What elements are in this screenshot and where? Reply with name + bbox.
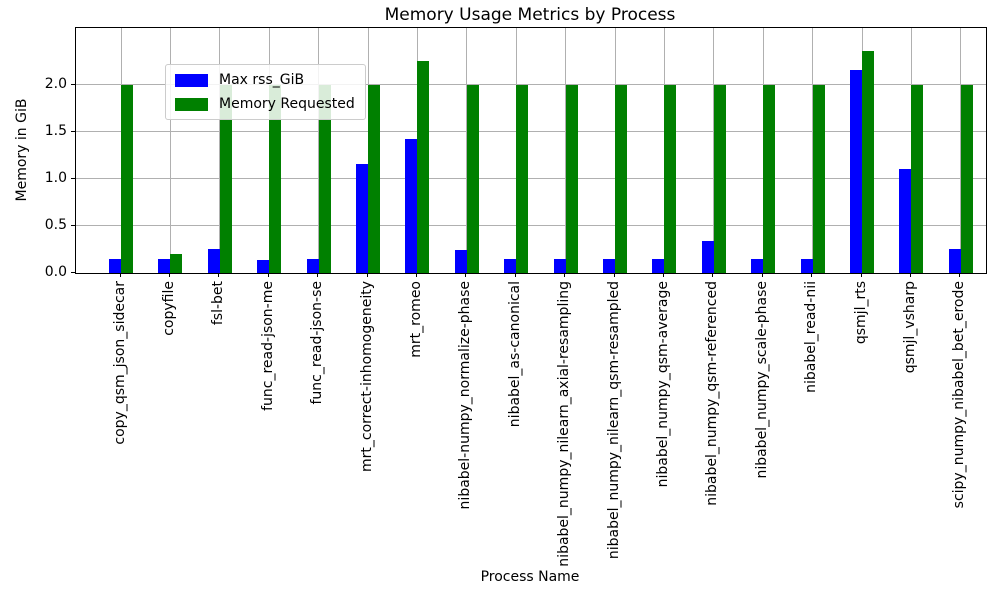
x-tick-label: copyfile <box>160 281 177 336</box>
x-tick-label: qsmjl_vsharp <box>901 281 918 374</box>
bar-memory-requested <box>417 60 430 273</box>
x-tick-mark <box>761 273 763 277</box>
x-tick-mark <box>959 273 961 277</box>
x-tick-label: nibabel_numpy_scale-phase <box>753 281 770 479</box>
gridline-vertical <box>169 28 171 273</box>
x-tick-label: qsmjl_rts <box>852 281 869 345</box>
y-tick-label: 1.5 <box>44 122 67 139</box>
bar-memory-requested <box>318 84 331 273</box>
bar-max-rss <box>306 258 319 273</box>
y-tick-label: 1.0 <box>44 169 67 186</box>
bar-max-rss <box>405 139 418 273</box>
x-tick-label: copy_qsm_json_sidecar <box>111 281 128 445</box>
bar-memory-requested <box>763 84 776 273</box>
legend-swatch-max-rss-icon <box>175 73 208 87</box>
x-tick-label: nibabel_read-nii <box>803 281 820 393</box>
bar-memory-requested <box>565 84 578 273</box>
x-tick-label: nibabel_numpy_qsm-average <box>654 281 671 488</box>
x-tick-mark <box>662 273 665 277</box>
x-tick-label: func_read-json-me <box>259 281 276 411</box>
legend-label-max-rss: Max rss_GiB <box>219 72 305 88</box>
x-tick-mark <box>366 273 368 277</box>
x-tick-mark <box>267 273 269 277</box>
x-tick-label: nibabel_numpy_qsm-referenced <box>704 281 721 506</box>
bar-memory-requested <box>615 84 627 273</box>
x-tick-label: nibabel-numpy_normalize-phase <box>457 281 474 510</box>
x-tick-mark <box>415 273 418 277</box>
bar-memory-requested <box>862 50 874 273</box>
bar-max-rss <box>207 249 220 273</box>
bar-memory-requested <box>269 84 282 273</box>
x-tick-label: scipy_numpy_nibabel_bet_erode <box>951 281 968 509</box>
x-tick-mark <box>317 273 319 277</box>
y-tick-label: 2.0 <box>44 75 67 92</box>
bar-max-rss <box>652 258 665 273</box>
bar-max-rss <box>553 258 566 273</box>
legend-item-memory-requested: Memory Requested <box>175 96 355 112</box>
legend: Max rss_GiB Memory Requested <box>165 64 366 120</box>
bar-memory-requested <box>664 84 677 273</box>
bar-max-rss <box>158 258 171 273</box>
x-tick-mark <box>564 273 566 277</box>
y-tick-label: 0.0 <box>44 264 67 280</box>
x-tick-mark <box>811 273 813 277</box>
y-tick-label: 0.5 <box>44 216 67 233</box>
x-tick-mark <box>514 273 516 277</box>
y-tick-mark <box>71 83 75 85</box>
gridline-horizontal <box>76 131 986 133</box>
chart-title: Memory Usage Metrics by Process <box>384 5 676 25</box>
bar-max-rss <box>850 70 862 273</box>
bar-memory-requested <box>911 84 924 273</box>
x-tick-mark <box>909 273 912 277</box>
bar-max-rss <box>899 169 912 273</box>
bar-max-rss <box>800 258 813 273</box>
gridline-horizontal <box>76 178 986 180</box>
x-tick-label: mrt_correct-inhomogeneity <box>358 281 375 473</box>
x-tick-mark <box>119 273 121 277</box>
bar-memory-requested <box>121 84 133 273</box>
bar-memory-requested <box>516 84 529 273</box>
bar-max-rss <box>751 258 764 273</box>
y-tick-mark <box>71 272 75 274</box>
bar-memory-requested <box>368 84 380 273</box>
x-tick-mark <box>218 273 220 277</box>
y-tick-mark <box>71 177 75 179</box>
gridline-horizontal <box>76 84 986 86</box>
x-tick-mark <box>465 273 467 277</box>
y-tick-mark <box>71 224 75 227</box>
bar-memory-requested <box>960 84 973 273</box>
bar-max-rss <box>701 240 714 273</box>
bar-memory-requested <box>812 84 825 273</box>
x-tick-mark <box>168 273 171 277</box>
y-tick-mark <box>71 130 75 132</box>
gridline-horizontal <box>76 225 986 227</box>
bar-memory-requested <box>170 254 183 273</box>
x-tick-label: nibabel_as-canonical <box>506 281 523 428</box>
x-tick-label: nibabel_numpy_nilearn_qsm-resampled <box>605 281 622 560</box>
x-tick-label: fsl-bet <box>210 281 227 326</box>
x-tick-label: mrt_romeo <box>407 281 424 358</box>
bar-memory-requested <box>466 84 479 273</box>
bar-max-rss <box>454 250 467 273</box>
y-axis-label: Memory in GiB <box>14 98 30 202</box>
x-tick-label: func_read-json-se <box>309 281 326 405</box>
x-axis-label: Process Name <box>480 569 580 585</box>
bar-max-rss <box>257 259 270 273</box>
bar-max-rss <box>948 249 961 273</box>
x-tick-label: nibabel_numpy_nilearn_axial-resampling <box>556 281 573 567</box>
plot-area: Max rss_GiB Memory Requested <box>75 27 987 274</box>
legend-swatch-memory-requested-icon <box>175 97 208 111</box>
bar-max-rss <box>504 258 517 273</box>
bar-memory-requested <box>219 84 232 273</box>
bar-max-rss <box>356 163 368 273</box>
x-tick-mark <box>613 273 615 277</box>
x-tick-mark <box>860 273 862 277</box>
bar-max-rss <box>109 258 121 273</box>
x-tick-mark <box>712 273 714 277</box>
bar-memory-requested <box>713 84 726 273</box>
bar-max-rss <box>603 258 615 273</box>
legend-label-memory-requested: Memory Requested <box>219 96 355 112</box>
legend-item-max-rss: Max rss_GiB <box>175 72 355 88</box>
